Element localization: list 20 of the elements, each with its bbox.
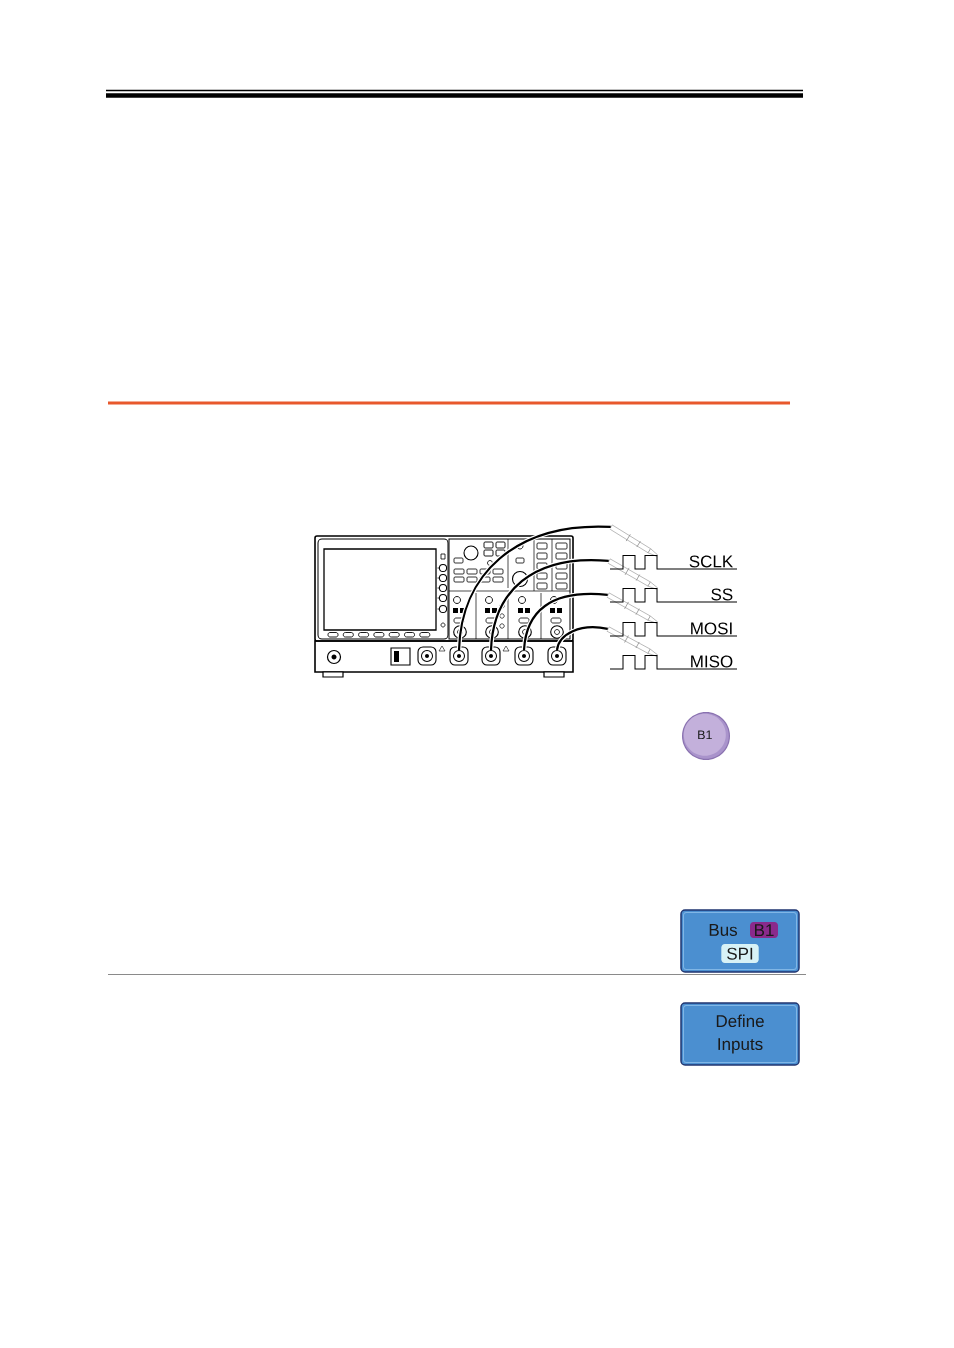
signal-waveform: SCLK [609,555,738,570]
probe-cable [554,625,609,651]
probe-cable [521,591,608,651]
bnc-connector [551,650,563,662]
softkey-button: Define Inputs [680,1002,800,1066]
probe-cable [456,524,611,651]
round-button: B1 [682,712,730,760]
probe [606,592,658,624]
signal-waveform: MOSI [609,622,738,637]
bnc-connector [485,650,497,662]
tag-label: B1 [750,922,778,938]
probe [607,558,658,590]
probe [609,524,658,557]
tag-label: SPI [721,944,759,963]
bnc-connector [453,650,465,662]
probe-cable [488,557,609,651]
signal-waveform: MISO [609,655,738,670]
bnc-connector [518,650,530,662]
signal-waveform: SS [609,588,738,603]
probe [606,626,658,657]
